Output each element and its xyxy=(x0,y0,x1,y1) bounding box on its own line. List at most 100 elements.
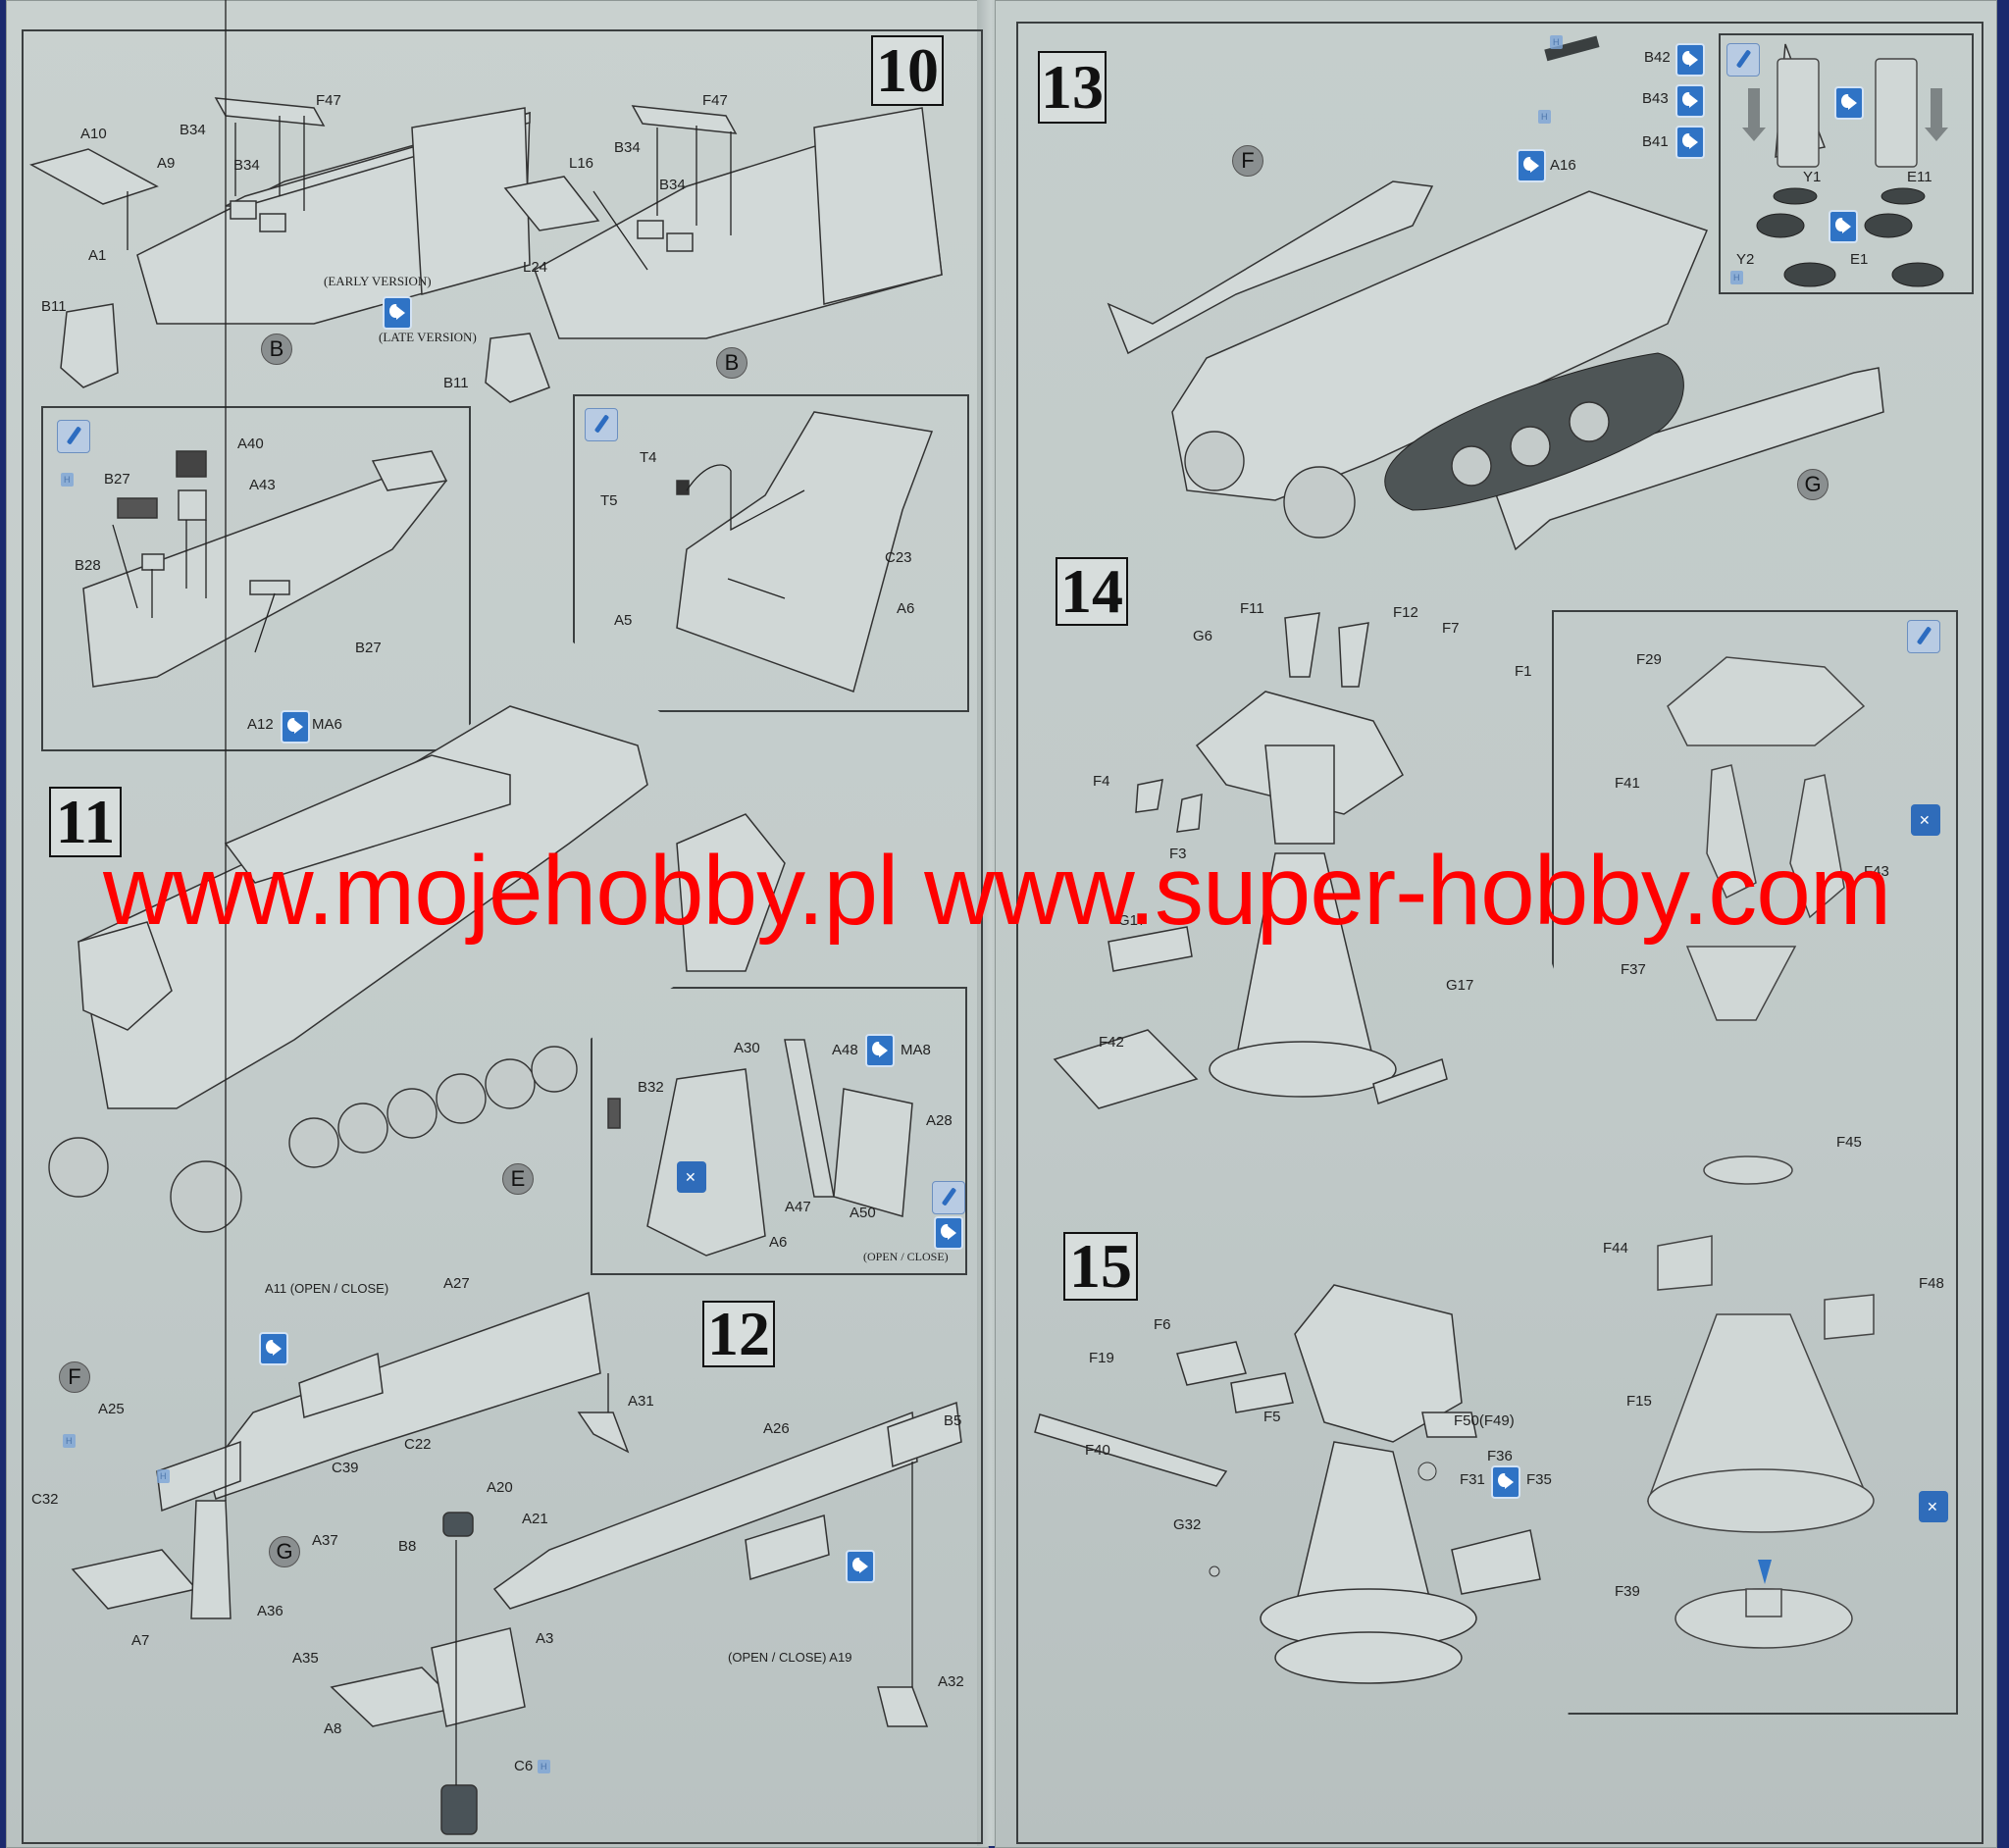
step-14-drawing xyxy=(1053,612,1448,1109)
part-label-F7: F7 xyxy=(1442,620,1460,637)
part-label-E11: E11 xyxy=(1907,169,1932,185)
part-label-F40: F40 xyxy=(1085,1442,1110,1459)
part-label-B34-b: B34 xyxy=(233,157,260,174)
part-label-A30: A30 xyxy=(734,1040,760,1056)
part-label-F41: F41 xyxy=(1615,775,1640,792)
sprue-F-marker: F xyxy=(59,1361,90,1393)
step-11-callout-rear-door-drawing xyxy=(676,411,934,693)
part-label-E1: E1 xyxy=(1850,251,1869,268)
part-label-A11: A11 (OPEN / CLOSE) xyxy=(265,1281,389,1296)
part-label-A21: A21 xyxy=(522,1511,548,1527)
part-label-G17-right: G17 xyxy=(1446,977,1474,994)
part-label-B11-right: B11 xyxy=(443,375,469,391)
part-label-MA8: MA8 xyxy=(901,1042,931,1058)
part-label-A50: A50 xyxy=(850,1205,876,1221)
part-label-A43: A43 xyxy=(249,477,276,493)
option-choice-icon xyxy=(846,1550,875,1583)
hobby-knife-icon xyxy=(1726,43,1760,77)
part-label-F6: F6 xyxy=(1154,1316,1171,1333)
part-label-F11: F11 xyxy=(1240,600,1264,617)
do-not-glue-icon xyxy=(1919,1491,1948,1522)
part-label-A10: A10 xyxy=(80,126,107,142)
part-label-B34-d: B34 xyxy=(659,177,686,193)
option-choice-icon xyxy=(383,296,412,330)
sprue-F-marker: F xyxy=(1232,145,1263,177)
part-label-F19: F19 xyxy=(1089,1350,1114,1366)
part-label-B27-top: B27 xyxy=(104,471,130,488)
part-label-B28: B28 xyxy=(75,557,101,574)
step-11-callout-interior xyxy=(41,406,471,751)
early-version-label: (EARLY VERSION) xyxy=(324,274,432,288)
step-12-drawing xyxy=(71,0,962,1835)
sprue-B-marker-left: B xyxy=(261,334,292,365)
step-11-drawing xyxy=(48,705,786,1233)
part-label-F43: F43 xyxy=(1864,863,1889,880)
hobby-knife-icon xyxy=(585,408,618,441)
part-label-A35: A35 xyxy=(292,1650,319,1667)
part-label-C32: C32 xyxy=(31,1491,59,1508)
part-label-B32: B32 xyxy=(638,1079,664,1096)
part-label-B34-c: B34 xyxy=(614,139,641,156)
part-label-F42: F42 xyxy=(1099,1034,1124,1051)
option-choice-icon xyxy=(934,1216,963,1250)
step-11-callout-rear-door xyxy=(573,394,969,712)
part-label-A8: A8 xyxy=(324,1720,342,1737)
part-label-F39: F39 xyxy=(1615,1583,1640,1600)
part-label-A3: A3 xyxy=(536,1630,554,1647)
part-label-F35: F35 xyxy=(1526,1471,1552,1488)
do-not-glue-icon xyxy=(1911,804,1940,836)
part-label-A31: A31 xyxy=(628,1393,654,1410)
part-label-MA6: MA6 xyxy=(312,716,342,733)
part-label-C39: C39 xyxy=(332,1460,359,1476)
part-label-A1: A1 xyxy=(88,247,107,264)
part-label-L24: L24 xyxy=(523,259,548,276)
sprue-E-marker: E xyxy=(502,1163,534,1195)
step-10-number: 10 xyxy=(871,35,944,106)
step-11-callout-interior-drawing xyxy=(82,450,448,688)
step-12-number: 12 xyxy=(702,1301,775,1367)
sprue-G-marker: G xyxy=(1797,469,1829,500)
part-label-F15: F15 xyxy=(1626,1393,1652,1410)
paint-code-tag: H xyxy=(61,473,74,487)
part-label-F37: F37 xyxy=(1621,961,1646,978)
part-label-F50: F50(F49) xyxy=(1454,1412,1515,1429)
part-label-A32: A32 xyxy=(938,1673,964,1690)
sprue-B-marker-right: B xyxy=(716,347,747,379)
option-choice-icon xyxy=(1517,149,1546,182)
part-label-A47: A47 xyxy=(785,1199,811,1215)
part-label-F44: F44 xyxy=(1603,1240,1628,1257)
part-label-F47-left: F47 xyxy=(316,92,341,109)
option-choice-icon xyxy=(1675,84,1705,118)
part-label-L16: L16 xyxy=(569,155,594,172)
option-choice-icon xyxy=(1834,86,1864,120)
part-label-A19: (OPEN / CLOSE) A19 xyxy=(728,1650,852,1665)
part-label-A25: A25 xyxy=(98,1401,125,1417)
option-choice-icon xyxy=(1675,126,1705,159)
step-13-drawing xyxy=(1107,35,1884,551)
part-label-F12: F12 xyxy=(1393,604,1418,621)
part-label-B34-a: B34 xyxy=(180,122,206,138)
option-choice-icon xyxy=(1491,1465,1520,1499)
part-label-F31: F31 xyxy=(1460,1471,1485,1488)
part-label-C23: C23 xyxy=(885,549,912,566)
do-not-glue-icon xyxy=(677,1161,706,1193)
part-label-F48: F48 xyxy=(1919,1275,1944,1292)
step-11-callout-rear-hatch-drawing xyxy=(607,1039,913,1257)
part-label-A48: A48 xyxy=(832,1042,858,1058)
hobby-knife-icon xyxy=(57,420,90,453)
option-choice-icon xyxy=(1829,210,1858,243)
part-label-A40: A40 xyxy=(237,436,264,452)
step-10-drawing xyxy=(29,97,943,403)
hobby-knife-icon xyxy=(932,1181,965,1214)
part-label-Y1: Y1 xyxy=(1803,169,1822,185)
hobby-knife-icon xyxy=(1907,620,1940,653)
open-close-label: (OPEN / CLOSE) xyxy=(863,1250,949,1263)
part-label-B5: B5 xyxy=(944,1412,962,1429)
option-choice-icon xyxy=(259,1332,288,1365)
part-label-C22: C22 xyxy=(404,1436,432,1453)
part-label-A12: A12 xyxy=(247,716,274,733)
part-label-F29: F29 xyxy=(1636,651,1662,668)
option-choice-icon xyxy=(865,1034,895,1067)
watermark-text: www.mojehobby.pl www.super-hobby.com xyxy=(103,836,1891,946)
